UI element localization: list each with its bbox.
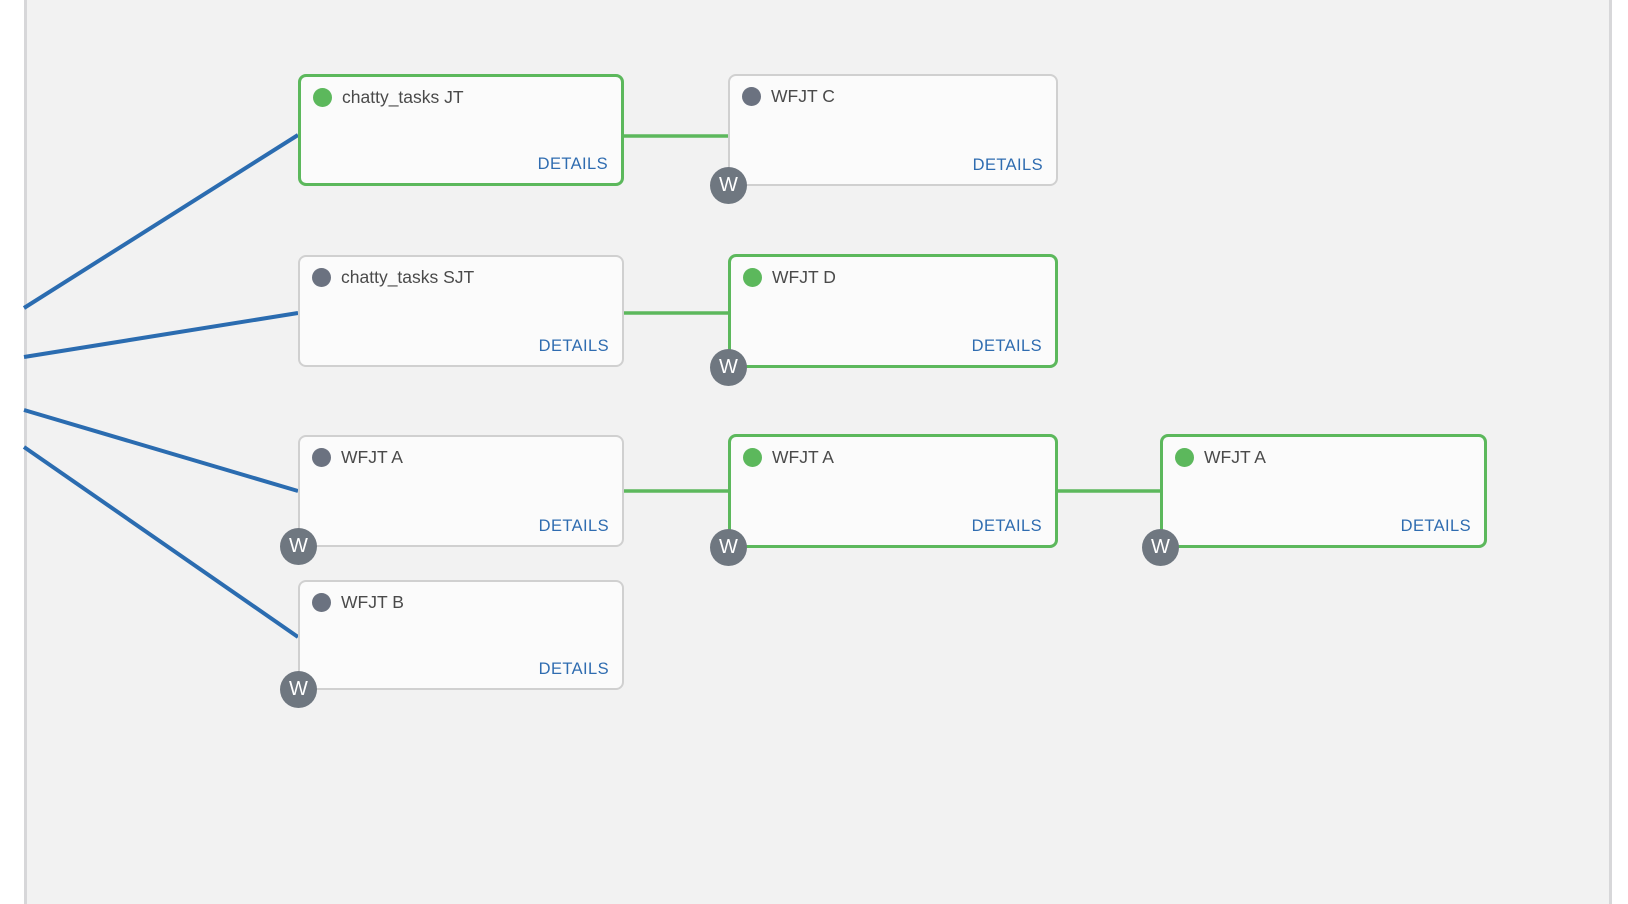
node-header: WFJT B [312, 592, 404, 612]
status-dot-icon [743, 267, 762, 287]
node-header: chatty_tasks JT [313, 87, 464, 107]
workflow-badge-icon[interactable]: W [710, 167, 747, 204]
node-header: WFJT A [743, 447, 834, 467]
node-card-n-wfjt-a-3[interactable]: WFJT A DETAILS [1160, 434, 1487, 548]
details-link[interactable]: DETAILS [537, 155, 608, 173]
node-title: chatty_tasks SJT [341, 267, 475, 287]
node-title: WFJT B [341, 592, 404, 612]
status-dot-icon [313, 87, 332, 107]
details-link[interactable]: DETAILS [538, 517, 609, 535]
node-title: WFJT D [772, 267, 836, 287]
status-dot-icon [312, 592, 331, 612]
details-link[interactable]: DETAILS [538, 337, 609, 355]
node-title: WFJT A [772, 447, 834, 467]
node-card-n-wfjt-c[interactable]: WFJT C DETAILS [728, 74, 1058, 186]
workflow-badge-icon[interactable]: W [280, 671, 317, 708]
node-header: WFJT A [1175, 447, 1266, 467]
node-card-n-wfjt-a-2[interactable]: WFJT A DETAILS [728, 434, 1058, 548]
status-dot-icon [1175, 447, 1194, 467]
node-card-n-chatty-tasks-jt[interactable]: chatty_tasks JT DETAILS [298, 74, 624, 186]
node-header: WFJT C [742, 86, 835, 106]
details-link[interactable]: DETAILS [538, 660, 609, 678]
status-dot-icon [312, 447, 331, 467]
node-header: WFJT A [312, 447, 403, 467]
node-card-n-chatty-tasks-sjt[interactable]: chatty_tasks SJT DETAILS [298, 255, 624, 367]
node-title: WFJT A [1204, 447, 1266, 467]
status-dot-icon [742, 86, 761, 106]
workflow-badge-icon[interactable]: W [710, 349, 747, 386]
node-card-n-wfjt-d[interactable]: WFJT D DETAILS [728, 254, 1058, 368]
status-dot-icon [312, 267, 331, 287]
details-link[interactable]: DETAILS [1400, 517, 1471, 535]
node-card-n-wfjt-a-1[interactable]: WFJT A DETAILS [298, 435, 624, 547]
workflow-badge-icon[interactable]: W [710, 529, 747, 566]
node-title: WFJT C [771, 86, 835, 106]
node-card-n-wfjt-b[interactable]: WFJT B DETAILS [298, 580, 624, 690]
status-dot-icon [743, 447, 762, 467]
workflow-badge-icon[interactable]: W [1142, 529, 1179, 566]
workflow-badge-icon[interactable]: W [280, 528, 317, 565]
details-link[interactable]: DETAILS [971, 337, 1042, 355]
node-header: WFJT D [743, 267, 836, 287]
details-link[interactable]: DETAILS [971, 517, 1042, 535]
node-title: chatty_tasks JT [342, 87, 464, 107]
node-header: chatty_tasks SJT [312, 267, 474, 287]
node-title: WFJT A [341, 447, 403, 467]
details-link[interactable]: DETAILS [972, 156, 1043, 174]
